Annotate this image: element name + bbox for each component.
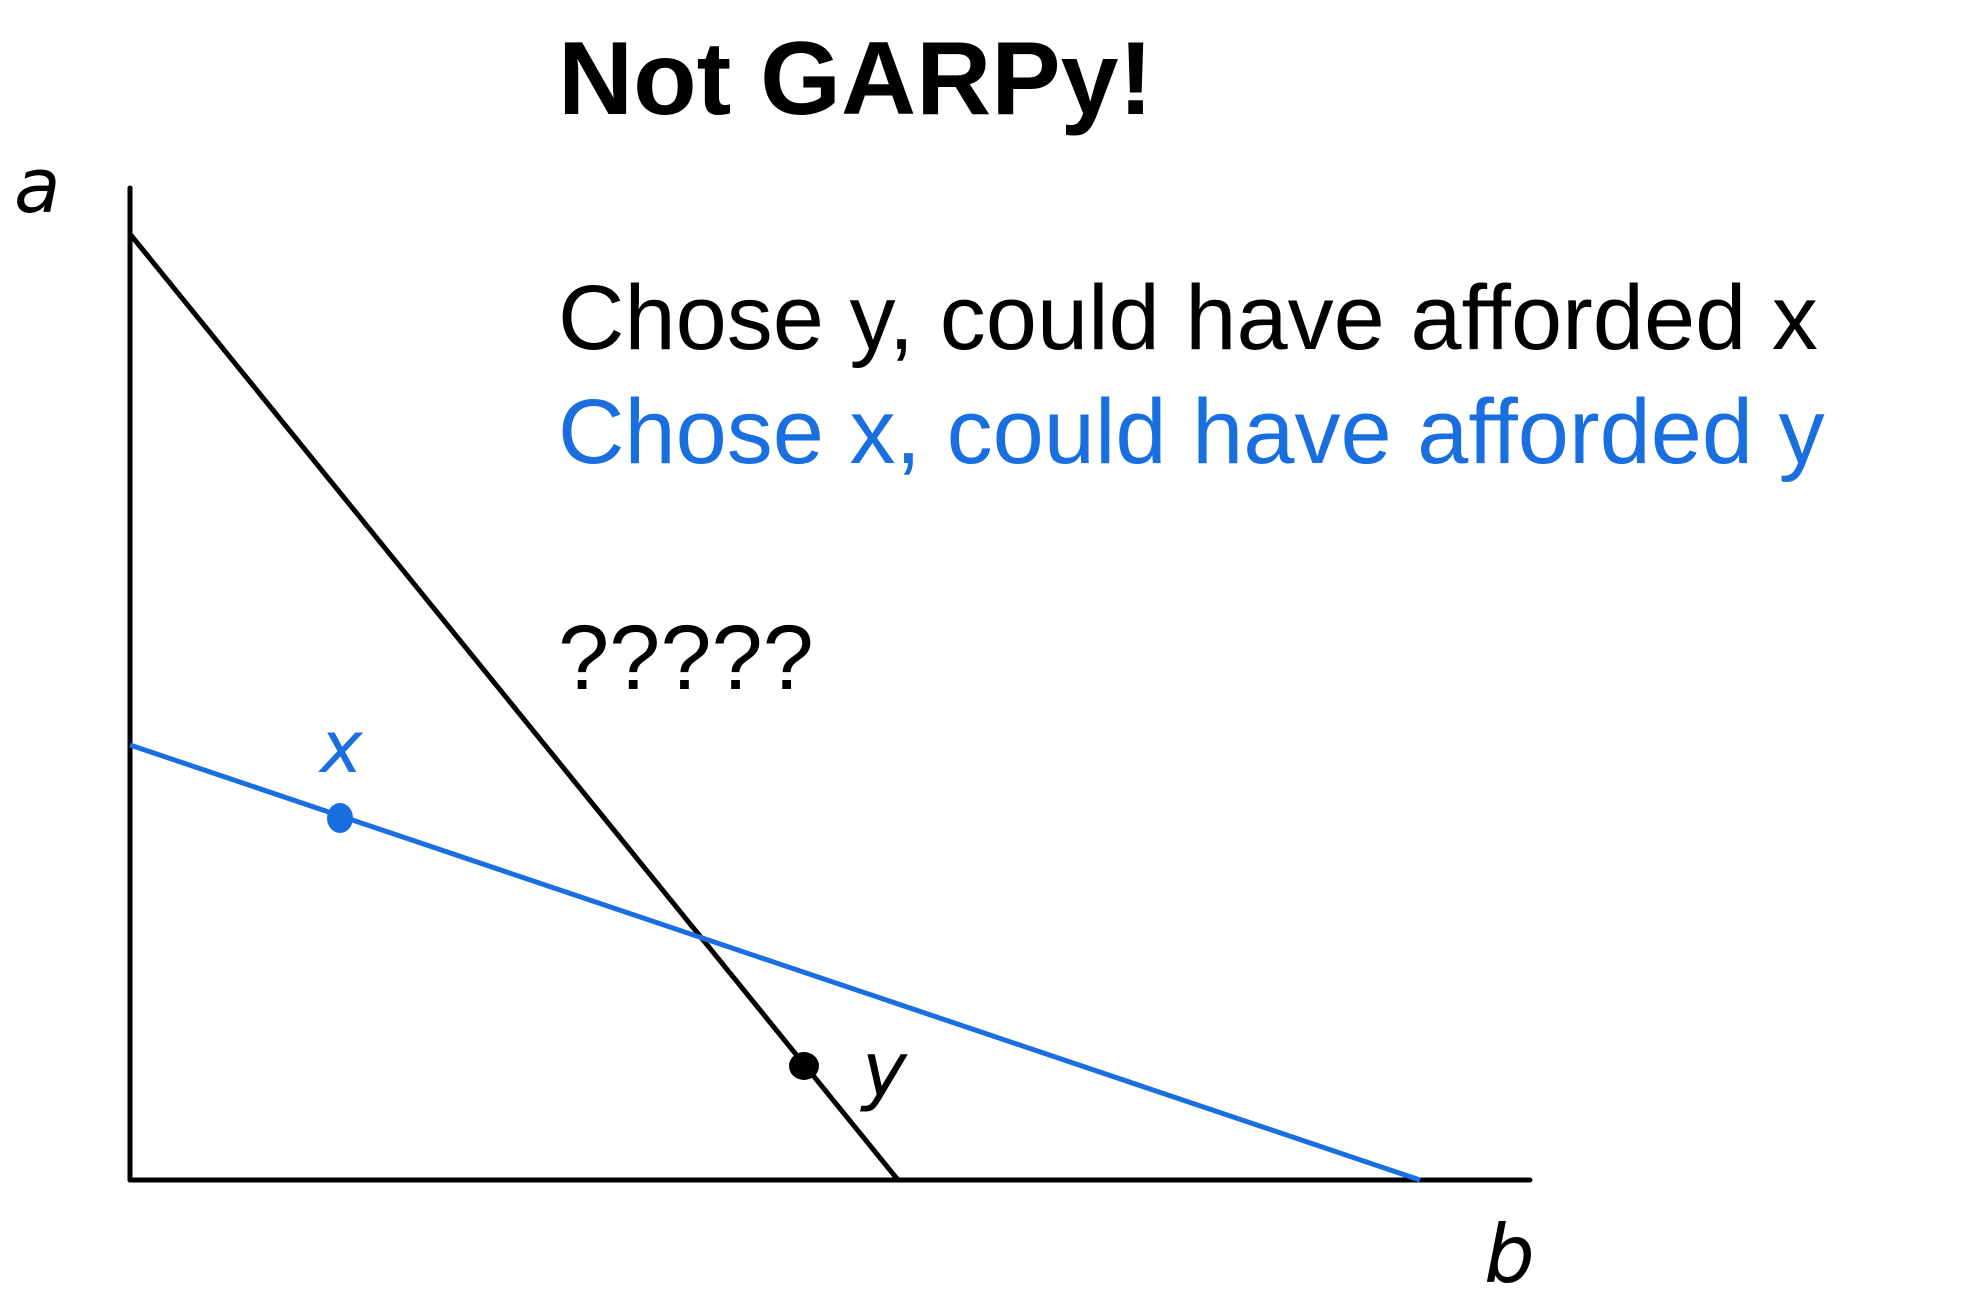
budget-line-blue bbox=[129, 742, 1421, 1183]
question-marks: ????? bbox=[558, 607, 814, 709]
point-y bbox=[789, 1052, 819, 1080]
budget-line-black bbox=[128, 232, 900, 1182]
statement-chose-y: Chose y, could have afforded x bbox=[558, 267, 1818, 369]
point-x bbox=[327, 803, 353, 833]
slide-title: Not GARPy! bbox=[558, 21, 1154, 137]
axis-label-b: b bbox=[1484, 1208, 1535, 1296]
point-label-x: x bbox=[318, 705, 364, 789]
axis-label-a: a bbox=[14, 141, 61, 230]
point-label-y: y bbox=[860, 1025, 908, 1114]
statement-chose-x: Chose x, could have afforded y bbox=[558, 381, 1825, 483]
